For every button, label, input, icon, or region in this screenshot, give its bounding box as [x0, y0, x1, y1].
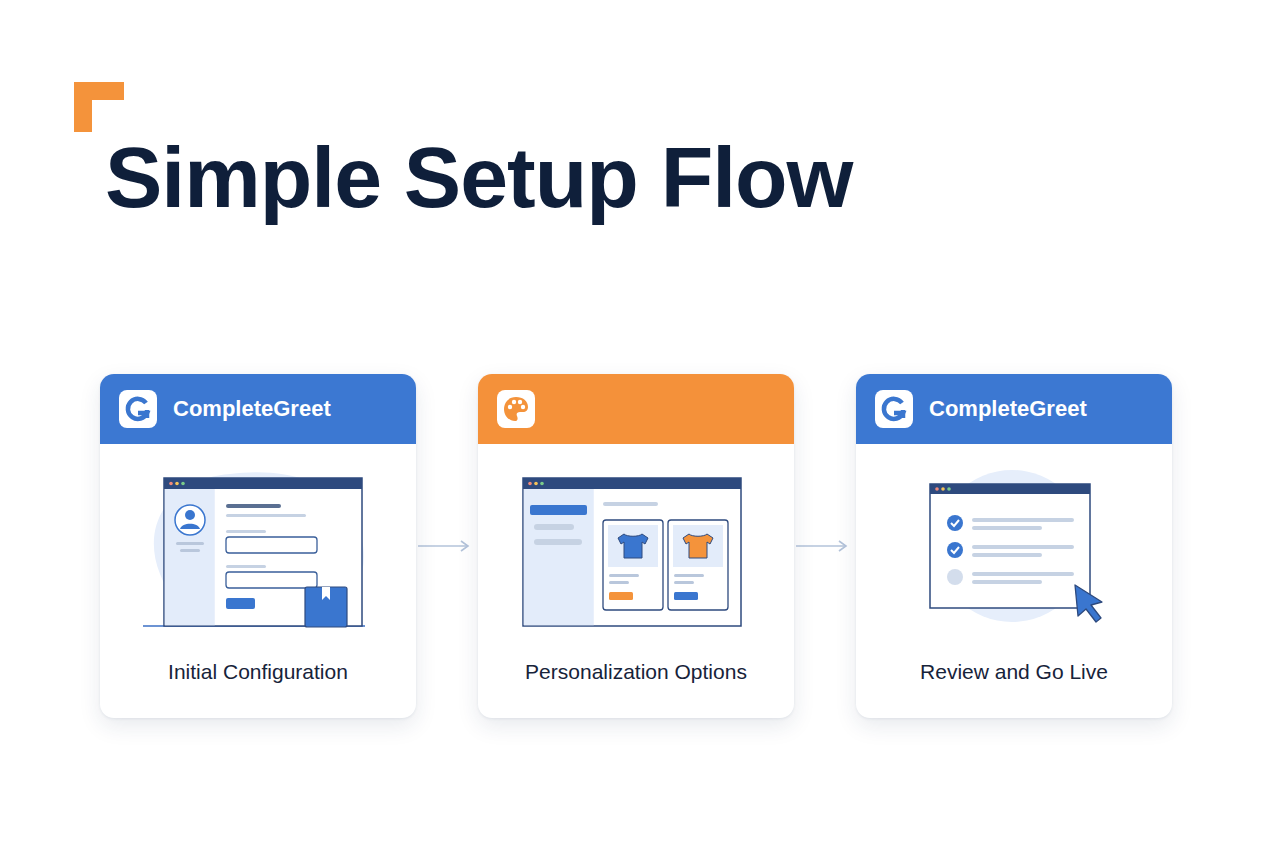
illustration-part — [180, 524, 200, 529]
illustration-part — [119, 390, 157, 428]
illustration-part — [518, 400, 522, 404]
step-label: Personalization Options — [486, 658, 786, 686]
corner-mark — [74, 82, 126, 134]
illustration-part — [609, 574, 639, 577]
illustration-part — [618, 534, 648, 558]
illustration-part — [930, 484, 1090, 608]
card-heading: CompleteGreet — [929, 374, 1087, 444]
step-card: Personalization Options — [478, 374, 794, 718]
illustration-part — [534, 524, 574, 530]
illustration-part — [603, 502, 658, 506]
illustration-part — [176, 542, 204, 545]
illustration-part — [972, 572, 1074, 576]
illustration-part — [508, 405, 512, 409]
illustration-part — [972, 518, 1074, 522]
illustration-part — [523, 478, 741, 626]
illustration-part — [875, 390, 913, 428]
illustration-part — [972, 526, 1042, 530]
flow-arrow — [418, 545, 468, 547]
illustration-part — [305, 587, 347, 627]
illustration-part — [972, 580, 1042, 584]
illustration-part — [884, 399, 903, 419]
illustration-part — [322, 587, 330, 600]
illustration-part — [951, 520, 959, 526]
illustration-part — [164, 478, 362, 489]
illustration-part — [521, 405, 525, 409]
illustration-part — [609, 581, 629, 584]
illustration-part — [74, 82, 124, 132]
illustration-part — [674, 574, 704, 577]
illustration-part — [674, 581, 694, 584]
illustration-part — [534, 482, 538, 486]
illustration-part — [930, 484, 1090, 494]
illustration-part — [512, 400, 516, 404]
illustration-part — [523, 478, 741, 489]
illustration-part — [226, 514, 306, 517]
illustration-part — [226, 598, 255, 609]
illustration-part — [609, 592, 633, 600]
illustration-part — [497, 390, 535, 428]
illustration-part — [226, 537, 317, 553]
step-label: Initial Configuration — [108, 658, 408, 686]
card-heading: CompleteGreet — [173, 374, 331, 444]
illustration-part — [226, 504, 281, 508]
illustration-part — [1075, 585, 1102, 622]
illustration-part — [169, 482, 173, 486]
illustration-part — [180, 549, 200, 552]
flow-arrow — [796, 545, 846, 547]
illustration-part — [528, 482, 532, 486]
diagram-title: Simple Setup Flow — [105, 134, 853, 220]
illustration-part — [683, 534, 713, 558]
illustration-part — [226, 530, 266, 533]
illustration-part — [947, 487, 951, 491]
illustration-part — [540, 482, 544, 486]
illustration-part — [603, 520, 663, 610]
illustration-part — [947, 569, 963, 585]
illustration-part — [226, 565, 266, 568]
illustration-part — [901, 410, 906, 418]
illustration-part — [608, 525, 658, 567]
illustration-part — [534, 539, 582, 545]
illustration-part — [145, 410, 150, 418]
logo-icon — [875, 390, 913, 428]
illustration-part — [185, 510, 195, 520]
step-card: CompleteGreetReview and Go Live — [856, 374, 1172, 718]
illustration-part — [972, 545, 1074, 549]
illustration-part — [674, 592, 698, 600]
illustration-part — [175, 482, 179, 486]
step-label: Review and Go Live — [864, 658, 1164, 686]
illustration-part — [947, 542, 963, 558]
illustration-part — [175, 505, 205, 535]
illustration-part — [226, 572, 317, 588]
illustration-part — [947, 515, 963, 531]
illustration-part — [530, 505, 587, 515]
illustration-part — [668, 520, 728, 610]
illustration-part — [181, 482, 185, 486]
palette-icon — [497, 390, 535, 428]
illustration-part — [164, 478, 362, 626]
step-card: CompleteGreetInitial Configuration — [100, 374, 416, 718]
illustration-part — [128, 399, 147, 419]
illustration-part — [673, 525, 723, 567]
illustration-part — [972, 553, 1042, 557]
illustration-part — [951, 547, 959, 553]
illustration-part — [935, 487, 939, 491]
illustration-part — [504, 397, 528, 421]
illustration-part — [941, 487, 945, 491]
logo-icon — [119, 390, 157, 428]
illustration-part — [165, 489, 215, 625]
illustration-part — [524, 489, 594, 625]
